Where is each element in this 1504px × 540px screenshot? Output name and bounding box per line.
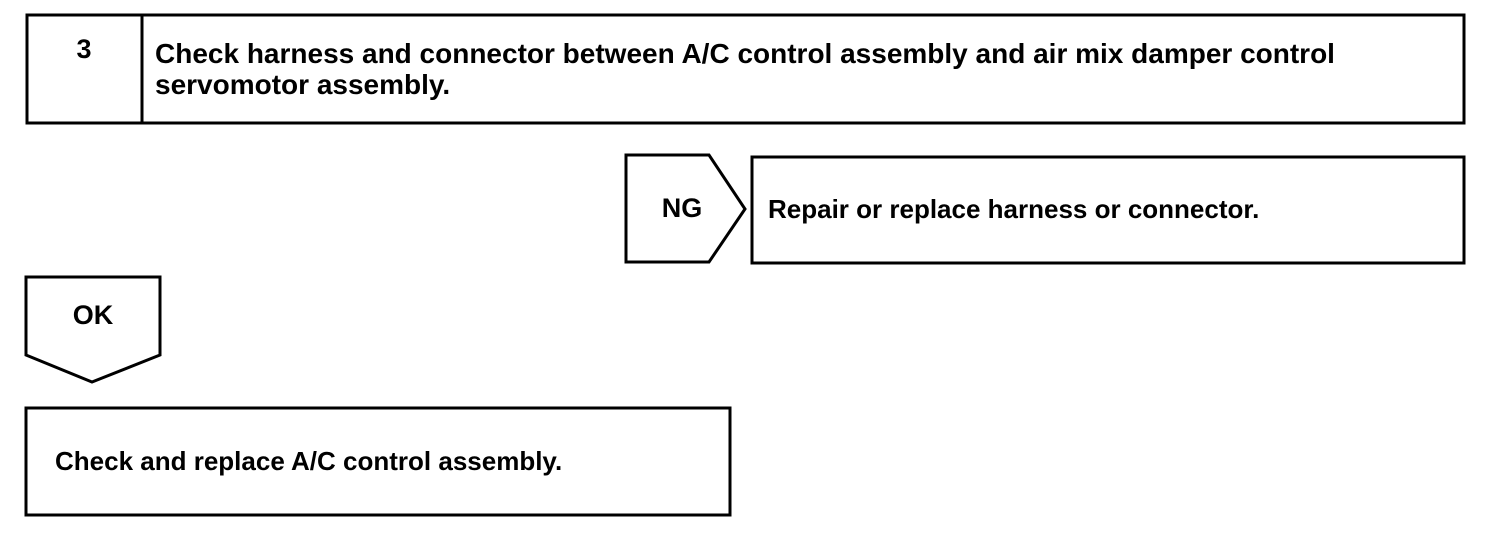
ok-branch-label: OK	[72, 300, 114, 330]
ng-branch-label: NG	[661, 193, 703, 223]
ok-action-box	[24, 406, 732, 517]
ng-arrow-shape	[624, 153, 747, 264]
step-box	[25, 13, 1466, 125]
ng-action-box	[750, 155, 1466, 265]
step-title: Check harness and connector between A/C …	[155, 38, 1335, 100]
ok-action-text: Check and replace A/C control assembly.	[55, 446, 563, 476]
ok-arrow-shape	[24, 275, 162, 384]
step-number: 3	[76, 34, 92, 64]
ng-action-text: Repair or replace harness or connector.	[768, 194, 1260, 224]
